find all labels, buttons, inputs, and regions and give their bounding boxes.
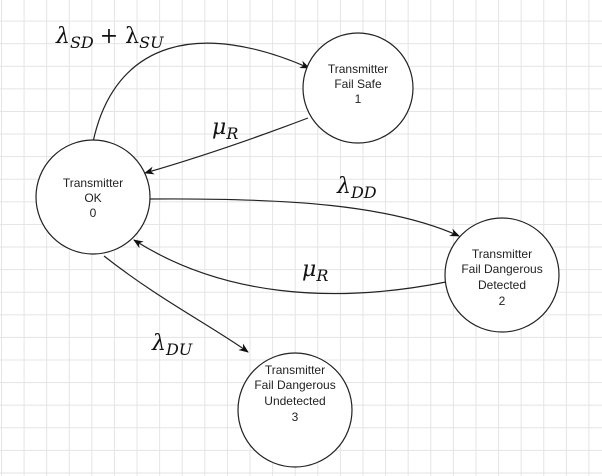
label-mu-r-2: μR: [302, 257, 328, 285]
state-1-fail-safe[interactable]: Transmitter Fail Safe 1: [302, 32, 414, 144]
edge-0-to-1[interactable]: [92, 42, 310, 143]
edge-0-to-2[interactable]: [149, 198, 460, 237]
label-mu-r-1: μR: [212, 115, 238, 143]
state-number: 0: [90, 206, 97, 220]
state-label: Detected: [478, 278, 526, 292]
edge-2-to-0[interactable]: [133, 239, 447, 295]
state-label: Fail Safe: [334, 77, 382, 91]
edge-0-to-3[interactable]: [103, 255, 249, 353]
state-0-ok[interactable]: Transmitter OK 0: [35, 139, 151, 255]
edge-1-to-0[interactable]: [144, 117, 309, 175]
state-number: 3: [292, 410, 299, 424]
state-2-fail-dangerous-detected[interactable]: Transmitter Fail Dangerous Detected 2: [444, 217, 560, 333]
state-number: 1: [355, 92, 362, 106]
state-label: Fail Dangerous: [254, 378, 335, 392]
state-label: Fail Dangerous: [461, 262, 542, 276]
state-number: 2: [499, 294, 506, 308]
label-lambda-dd: λDD: [336, 174, 377, 202]
state-3-fail-dangerous-undetected[interactable]: Transmitter Fail Dangerous Undetected 3: [237, 352, 353, 468]
label-lambda-sd-su: λSD+ λSU: [55, 24, 164, 52]
label-lambda-du: λDU: [151, 331, 193, 359]
state-label: Transmitter: [63, 176, 123, 190]
state-label: Transmitter: [265, 363, 325, 377]
state-label: Transmitter: [472, 247, 532, 261]
state-label: Undetected: [264, 394, 325, 408]
state-label: Transmitter: [328, 62, 388, 76]
state-label: OK: [84, 191, 101, 205]
